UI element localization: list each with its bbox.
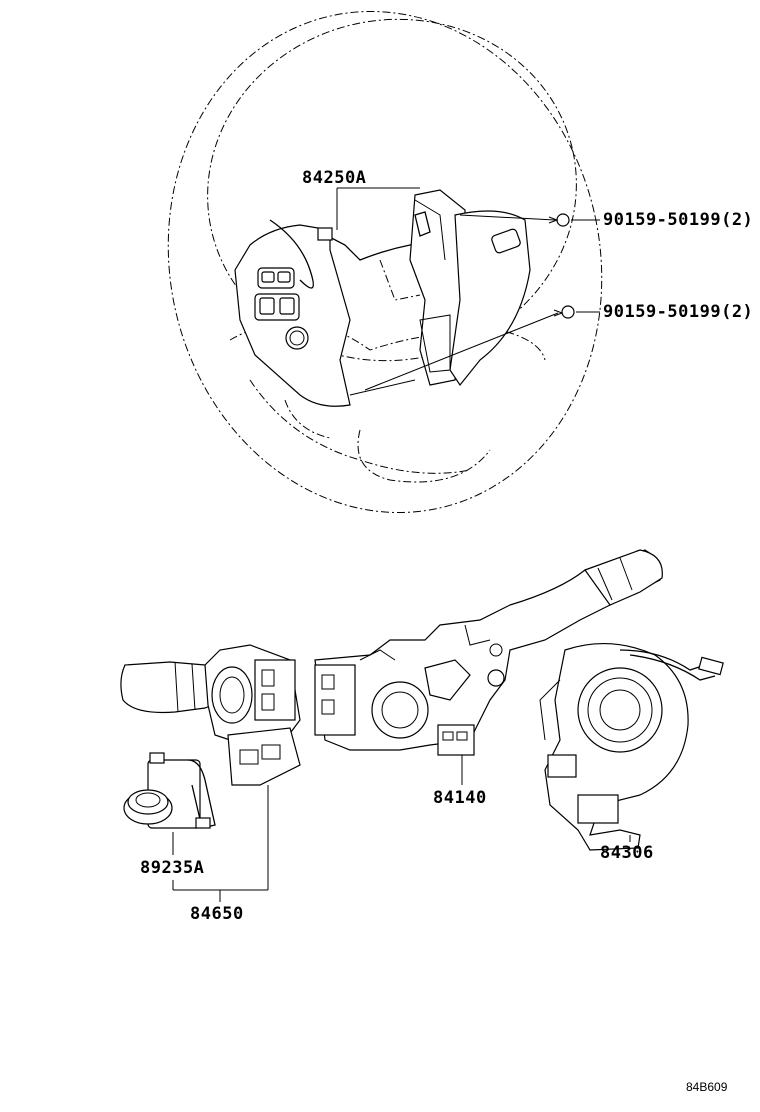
part-label-84306: 84306 <box>600 843 654 863</box>
part-label-84650: 84650 <box>190 904 244 924</box>
steering-switch-assembly <box>234 189 531 407</box>
screw-lower <box>553 305 575 319</box>
leader-lines <box>172 187 631 902</box>
switch-sub-assembly <box>123 752 216 829</box>
part-label-89235A: 89235A <box>140 858 205 878</box>
part-label-screw-lower: 90159-50199(2) <box>603 302 754 322</box>
wiper-switch-assembly <box>120 644 301 786</box>
part-label-84140: 84140 <box>433 788 487 808</box>
combination-switch <box>314 549 663 756</box>
part-label-screw-upper: 90159-50199(2) <box>603 210 754 230</box>
steering-wheel-outline <box>167 10 603 514</box>
part-label-84250A: 84250A <box>302 168 367 188</box>
screw-upper <box>548 213 570 227</box>
spiral-cable <box>539 643 724 851</box>
diagram-reference-code: 84B609 <box>686 1080 728 1094</box>
